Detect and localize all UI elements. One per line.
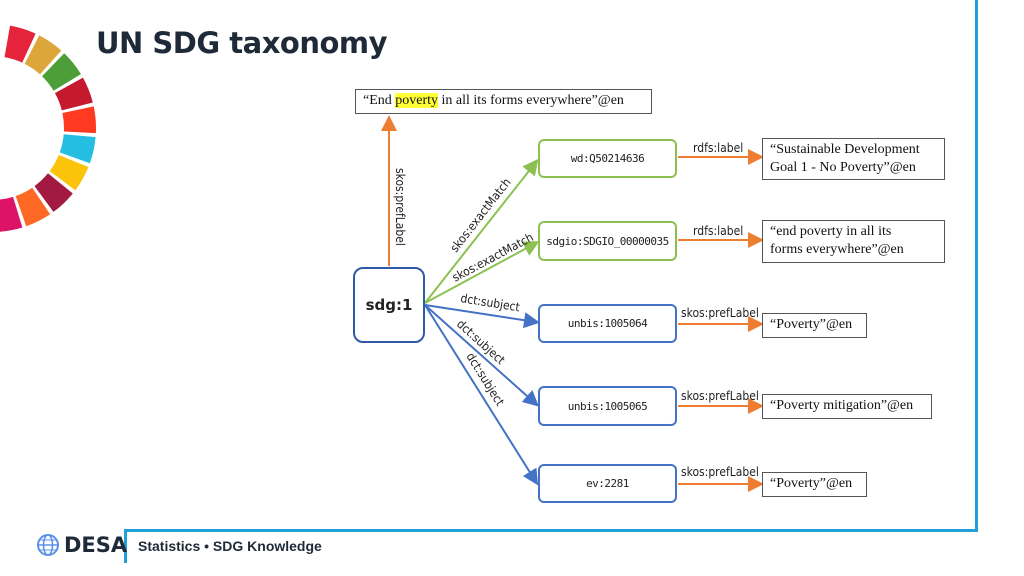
desa-logo: DESA xyxy=(36,533,127,557)
sdg-wheel-segment xyxy=(34,173,73,212)
sdg-wheel-segment xyxy=(4,25,36,63)
sdg-wheel-segment xyxy=(42,53,81,91)
rel-label-1: rdfs:label xyxy=(693,141,743,155)
rel-label-2: rdfs:label xyxy=(693,224,743,238)
footer-divider xyxy=(124,529,127,563)
footer-label: Statistics • SDG Knowledge xyxy=(138,538,322,554)
node-sdgio-label: sdgio:SDGIO_00000035 xyxy=(546,234,669,248)
top-literal-after: in all its forms everywhere”@en xyxy=(438,93,624,108)
node-unbis-1005064[interactable]: unbis:1005064 xyxy=(538,304,677,343)
un-emblem-icon xyxy=(37,534,59,556)
node-unbis-1005065[interactable]: unbis:1005065 xyxy=(538,386,677,426)
sdg-wheel-segment xyxy=(24,35,62,75)
literal-4: “Poverty mitigation”@en xyxy=(762,394,932,419)
node-ev-2281-label: ev:2281 xyxy=(586,477,629,490)
literal-2-line-2: forms everywhere”@en xyxy=(770,242,904,257)
literal-1-line-1: “Sustainable Development xyxy=(770,142,920,157)
top-literal: “End poverty in all its forms everywhere… xyxy=(355,89,652,114)
edge-subject-1005064 xyxy=(424,304,540,329)
node-wd[interactable]: wd:Q50214636 xyxy=(538,139,677,178)
node-sdgio[interactable]: sdgio:SDGIO_00000035 xyxy=(538,221,677,261)
root-node-label: sdg:1 xyxy=(365,296,413,314)
top-literal-highlight: poverty xyxy=(395,93,439,108)
sdg-wheel-segment xyxy=(54,77,93,111)
sdg-wheel-segment xyxy=(49,154,89,191)
literal-4-line-1: “Poverty mitigation”@en xyxy=(770,398,914,413)
page-title: UN SDG taxonomy xyxy=(96,26,388,60)
frame-right-line xyxy=(975,0,978,532)
edge-exactmatch-sdgio xyxy=(424,241,540,304)
literal-3: “Poverty”@en xyxy=(762,313,867,338)
top-literal-before: “End xyxy=(363,93,396,108)
edge-label-preflabel-vertical: skos:prefLabel xyxy=(393,168,407,246)
literal-3-line-1: “Poverty”@en xyxy=(770,317,853,332)
sdg-wheel-segment xyxy=(59,134,96,164)
node-unbis-1005064-label: unbis:1005064 xyxy=(567,317,648,330)
edge-exactmatch-wd xyxy=(424,158,539,304)
literal-2-line-1: “end poverty in all its xyxy=(770,224,892,239)
literal-2: “end poverty in all its forms everywhere… xyxy=(762,220,945,263)
node-unbis-1005065-label: unbis:1005065 xyxy=(567,399,648,413)
node-ev-2281[interactable]: ev:2281 xyxy=(538,464,677,503)
rel-label-3: skos:prefLabel xyxy=(681,306,759,320)
edge-subject-ev2281 xyxy=(424,304,539,486)
rel-label-5: skos:prefLabel xyxy=(681,465,759,479)
sdg-wheel-logo xyxy=(0,25,96,232)
desa-logo-text: DESA xyxy=(64,533,128,557)
rel-label-4: skos:prefLabel xyxy=(681,389,759,403)
edge-subject-1005065 xyxy=(424,304,539,407)
literal-5-line-1: “Poverty”@en xyxy=(770,476,853,491)
sdg-wheel-segment xyxy=(0,196,23,232)
literal-1: “Sustainable Development Goal 1 - No Pov… xyxy=(762,138,945,180)
literal-5: “Poverty”@en xyxy=(762,472,867,497)
sdg-wheel-segment xyxy=(62,106,96,134)
node-wd-label: wd:Q50214636 xyxy=(570,152,645,165)
root-node[interactable]: sdg:1 xyxy=(353,267,425,343)
frame-bottom-line xyxy=(124,529,978,532)
sdg-wheel-segment xyxy=(15,187,51,227)
literal-1-line-2: Goal 1 - No Poverty”@en xyxy=(770,160,916,175)
